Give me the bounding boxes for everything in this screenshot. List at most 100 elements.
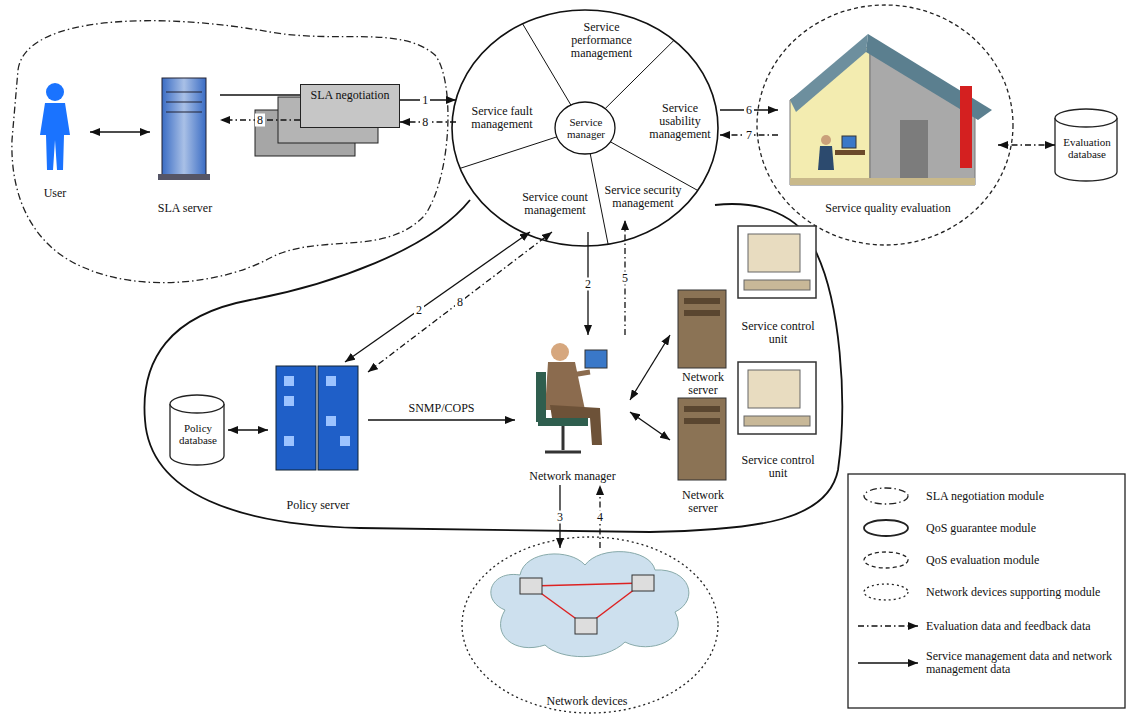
network-server-tower	[684, 310, 720, 316]
house-illustration	[790, 178, 975, 185]
sla-server-icon	[166, 112, 202, 113]
network-manager-figure	[551, 343, 569, 361]
node-label: Policy database	[168, 422, 228, 446]
network-server-tower	[684, 418, 720, 424]
policy-server-icon	[284, 376, 294, 386]
wheel-sector: Service usability management	[636, 92, 720, 150]
network-manager-figure	[572, 372, 590, 375]
legend-row: QoS evaluation module	[852, 548, 1120, 572]
house-illustration	[790, 34, 868, 112]
legend-text: QoS evaluation module	[926, 554, 1116, 567]
legend-text: Service management data and network mana…	[926, 650, 1116, 676]
devices-module-outline	[462, 537, 718, 713]
legend-sample	[852, 651, 926, 675]
policy-server-icon	[276, 366, 358, 470]
network-cloud-node: Network devices	[482, 548, 692, 710]
policy-server-icon	[326, 376, 336, 386]
management-arrow	[630, 335, 670, 400]
control-unit: Service control unit	[734, 224, 822, 346]
house-illustration	[818, 146, 834, 170]
legend-sample-arrow	[858, 662, 918, 663]
network-cloud	[531, 583, 643, 586]
network-server-tower	[684, 406, 720, 412]
house-illustration	[866, 34, 992, 120]
node-label: Service count management	[516, 191, 594, 217]
step-number: 2	[414, 304, 424, 317]
legend-sample	[852, 548, 926, 572]
step-number: 4	[595, 510, 605, 523]
step-number: 1	[420, 94, 430, 107]
management-arrow	[345, 232, 530, 362]
node-label: Network devices	[547, 695, 628, 708]
legend-text: Evaluation data and feedback data	[926, 620, 1116, 633]
service-control-monitor	[748, 234, 800, 272]
legend-row: Network devices supporting module	[852, 580, 1120, 604]
node-label: Service performance management	[553, 21, 650, 60]
node-label: Service security management	[604, 184, 682, 210]
house-illustration	[790, 45, 870, 185]
legend-text: SLA negotiation module	[926, 490, 1116, 503]
network-server-tower	[684, 298, 720, 304]
legend-sample	[852, 614, 926, 638]
sla-server-icon	[158, 174, 210, 180]
network-manager-figure	[536, 343, 607, 452]
legend-row: Evaluation data and feedback data	[852, 614, 1120, 638]
legend-box	[848, 474, 1125, 708]
service-control-monitor	[738, 362, 816, 434]
policy-server-icon	[284, 436, 294, 446]
network-cloud	[520, 578, 542, 594]
house-illustration	[900, 120, 928, 185]
network-manager-figure	[585, 350, 607, 368]
node-label: Network server	[670, 371, 736, 397]
legend-sample-outline	[864, 552, 908, 568]
node-label: User	[44, 187, 67, 200]
service-control-monitor	[748, 370, 800, 408]
evaluation-house: Service quality evaluation	[778, 30, 998, 215]
wheel-sector: Service count management	[516, 176, 594, 232]
house-illustration	[835, 150, 865, 155]
node-label: Service manager	[560, 116, 612, 140]
management-arrow	[228, 429, 268, 430]
network-manager-figure	[562, 426, 565, 450]
step-number: 8	[255, 114, 265, 127]
legend-row: SLA negotiation module	[852, 484, 1120, 508]
user-figure	[46, 83, 64, 101]
service-wheel	[590, 154, 608, 245]
network-manager-figure	[545, 451, 581, 454]
step-number: 8	[455, 296, 465, 309]
node-label: Network server	[670, 489, 736, 515]
user-figure	[40, 83, 70, 170]
service-control-monitor	[744, 280, 810, 290]
step-number: 5	[620, 271, 630, 284]
protocol-label: SNMP/COPS	[406, 402, 476, 415]
database-cylinder: Evaluation database	[1055, 108, 1119, 180]
control-unit: Service control unit	[734, 360, 822, 480]
legend-text: Network devices supporting module	[926, 586, 1116, 599]
step-number: 7	[744, 129, 754, 142]
sla-server-icon	[158, 78, 210, 180]
service-control-monitor	[744, 416, 810, 426]
legend-sample-outline	[864, 584, 908, 600]
house-illustration	[960, 86, 972, 168]
policy-server-icon	[340, 436, 350, 446]
legend-sample-outline	[864, 488, 908, 504]
qos-guarantee-outline	[144, 200, 842, 532]
legend-sample	[852, 484, 926, 508]
legend-text: QoS guarantee module	[926, 522, 1116, 535]
policy-server-icon	[276, 366, 316, 470]
sla-server-icon	[162, 78, 206, 176]
policy-server-icon	[318, 366, 358, 470]
manager-node: Network manager	[515, 335, 630, 485]
legend-sample-outline	[864, 520, 908, 536]
legend-row: Service management data and network mana…	[852, 650, 1120, 676]
management-arrow	[220, 94, 300, 95]
step-number: 3	[555, 510, 565, 523]
node-label: Service quality evaluation	[825, 202, 950, 215]
network-cloud	[491, 552, 689, 657]
wheel-sector: Service security management	[604, 174, 682, 220]
management-arrow	[90, 131, 150, 132]
wheel-sector: Service fault management	[456, 88, 548, 148]
user-figure	[40, 103, 70, 170]
node-label: Service fault management	[456, 105, 548, 131]
